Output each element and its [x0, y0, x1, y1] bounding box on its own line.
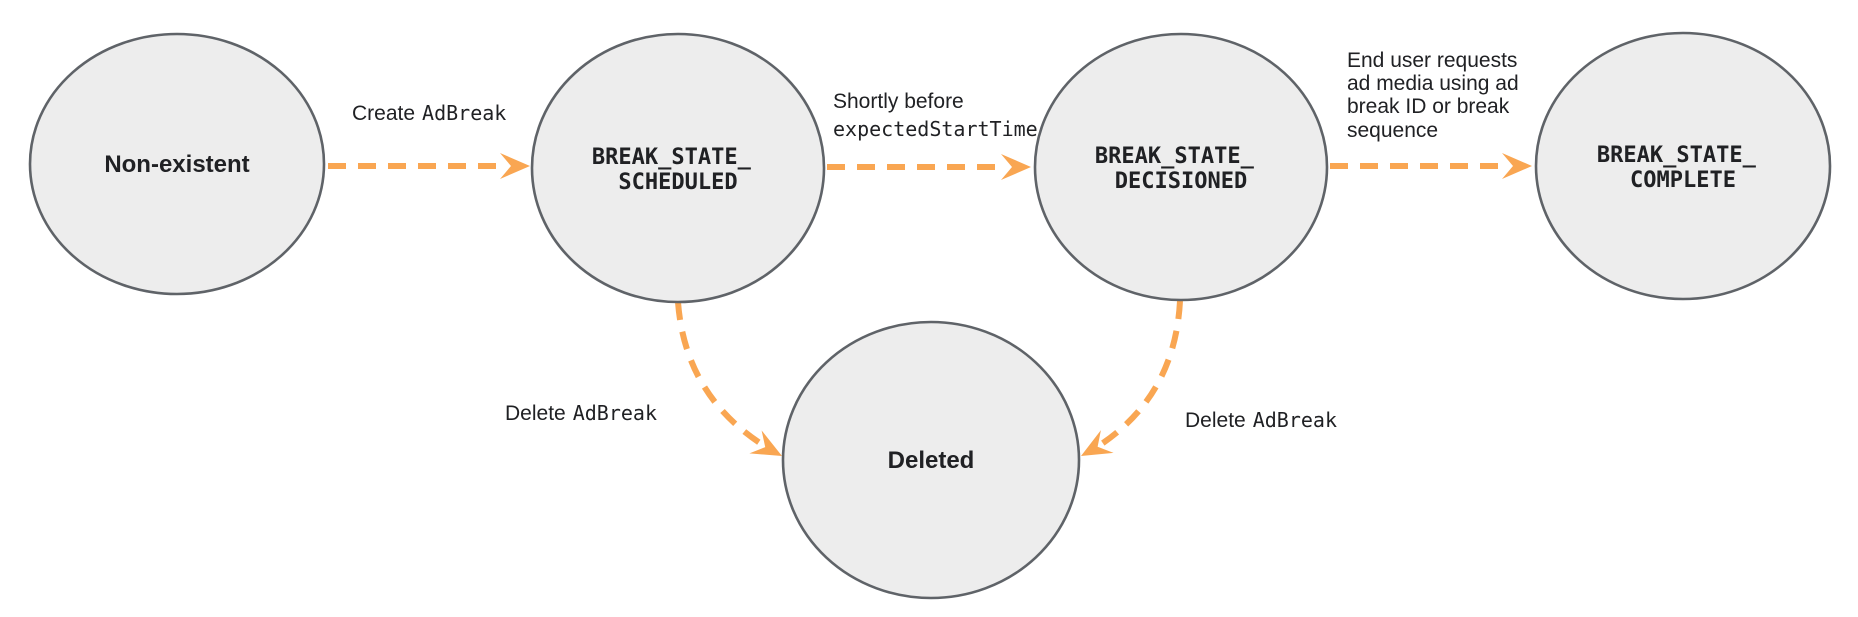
- arrow-head-icon: [500, 153, 530, 179]
- arrow-head-icon: [749, 430, 782, 456]
- state-label: BREAK_STATE_ COMPLETE: [1597, 143, 1769, 193]
- node-break-state-complete: BREAK_STATE_ COMPLETE: [1534, 31, 1832, 301]
- state-label: Non-existent: [104, 151, 249, 178]
- node-non-existent: Non-existent: [28, 32, 326, 296]
- dashed-arrow-line: [1098, 300, 1183, 448]
- state-circle: [1033, 32, 1329, 302]
- edge-label: Shortly before expectedStartTime: [833, 90, 1038, 141]
- state-label: BREAK_STATE_ DECISIONED: [1095, 144, 1267, 194]
- state-circle: [530, 32, 826, 304]
- state-circle: [28, 32, 326, 296]
- edge-shortly-before-expectedstarttime: Shortly before expectedStartTime: [827, 90, 1038, 180]
- state-circle: [781, 320, 1081, 600]
- state-label: Deleted: [888, 447, 975, 474]
- node-deleted: Deleted: [781, 320, 1081, 600]
- node-break-state-scheduled: BREAK_STATE_ SCHEDULED: [530, 32, 826, 304]
- dashed-arrow-line: [675, 301, 765, 448]
- edge-end-user-requests: End user requests ad media using ad brea…: [1330, 49, 1532, 179]
- arrow-head-icon: [1502, 153, 1532, 179]
- arrow-head-icon: [1001, 154, 1031, 180]
- state-label: BREAK_STATE_ SCHEDULED: [592, 145, 764, 195]
- node-break-state-decisioned: BREAK_STATE_ DECISIONED: [1033, 32, 1329, 302]
- arrow-head-icon: [1081, 430, 1114, 456]
- state-circle: [1534, 31, 1832, 301]
- edge-label: End user requests ad media using ad brea…: [1347, 49, 1524, 142]
